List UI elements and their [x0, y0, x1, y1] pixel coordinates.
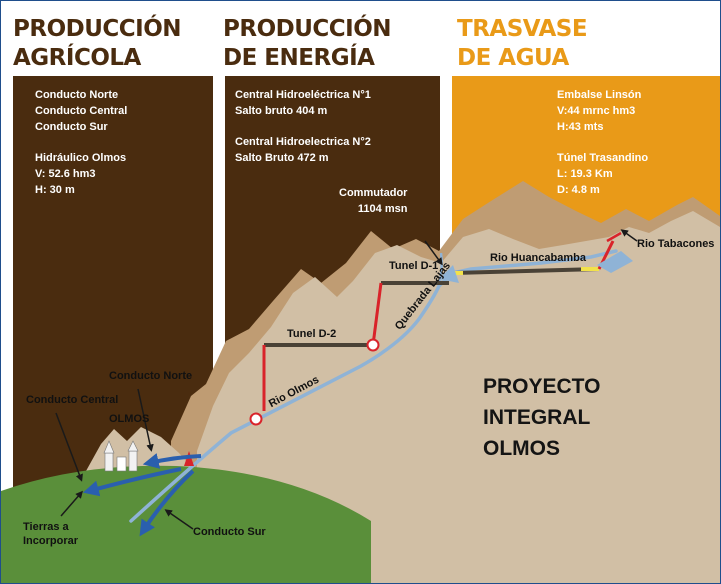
header-background: [1, 1, 720, 76]
energia-commutador-text: Commutador 1104 msn: [339, 187, 408, 215]
pointer-tabacones: [620, 229, 638, 242]
pointer-commutador: [424, 240, 443, 266]
pointer-tierras: [60, 490, 83, 517]
label-conducto-sur: Conducto Sur: [193, 526, 266, 538]
label-rio-huancabamba: Rio Huancabamba: [490, 252, 586, 264]
shaft-tabacones: [606, 231, 622, 243]
energia-central2-text: Central Hidroelectrica N°2 Salto Bruto 4…: [235, 136, 371, 164]
shaft-central-2: [371, 282, 383, 346]
pointer-conducto-central: [55, 412, 83, 482]
label-conducto-central: Conducto Central: [26, 394, 119, 406]
label-olmos-town: OLMOS: [109, 413, 150, 425]
central-2-icon: [366, 338, 380, 352]
agricola-hidraulico-text: Hidráulico Olmos V: 52.6 hm3 H: 30 m: [35, 152, 127, 196]
arrow-conducto-norte: [142, 453, 202, 469]
pointer-conducto-sur: [164, 509, 194, 530]
label-rio-tabacones: Rio Tabacones: [637, 238, 715, 250]
agricola-conductos-text: Conducto Norte Conducto Central Conducto…: [35, 89, 128, 133]
energia-central1-text: Central Hidroeléctrica N°1 Salto bruto 4…: [235, 89, 371, 117]
label-conducto-norte: Conducto Norte: [109, 370, 193, 382]
mountains-front: [197, 211, 720, 583]
commutador-reservoir: [439, 265, 459, 283]
central-1-icon: [249, 412, 263, 426]
pointer-conducto-norte: [137, 388, 154, 452]
header-trasvase-agua: TRASVASE DE AGUA: [457, 16, 588, 71]
header-produccion-agricola: PRODUCCIÓN AGRÍCOLA: [13, 16, 182, 71]
label-tierras-incorporar: Tierras a Incorporar: [23, 521, 79, 547]
header-produccion-energia: PRODUCCIÓN DE ENERGÍA: [223, 16, 392, 71]
trasvase-embalse-text: Embalse Linsón V:44 mrnc hm3 H:43 mts: [557, 89, 642, 133]
trasvase-tunel-text: Túnel Trasandino L: 19.3 Km D: 4.8 m: [557, 152, 649, 196]
arrow-conducto-sur: [139, 469, 195, 537]
arrow-conducto-central: [82, 467, 182, 497]
tunel-trasandino-line: [452, 267, 600, 275]
title-proyecto-integral-olmos: PROYECTO INTEGRAL OLMOS: [483, 375, 601, 460]
olmos-town-icon: [103, 440, 139, 472]
embalse-linson: [597, 251, 633, 273]
label-tunel-d2: Tunel D-2: [287, 328, 337, 340]
label-tunel-d1: Tunel D-1: [389, 260, 439, 272]
